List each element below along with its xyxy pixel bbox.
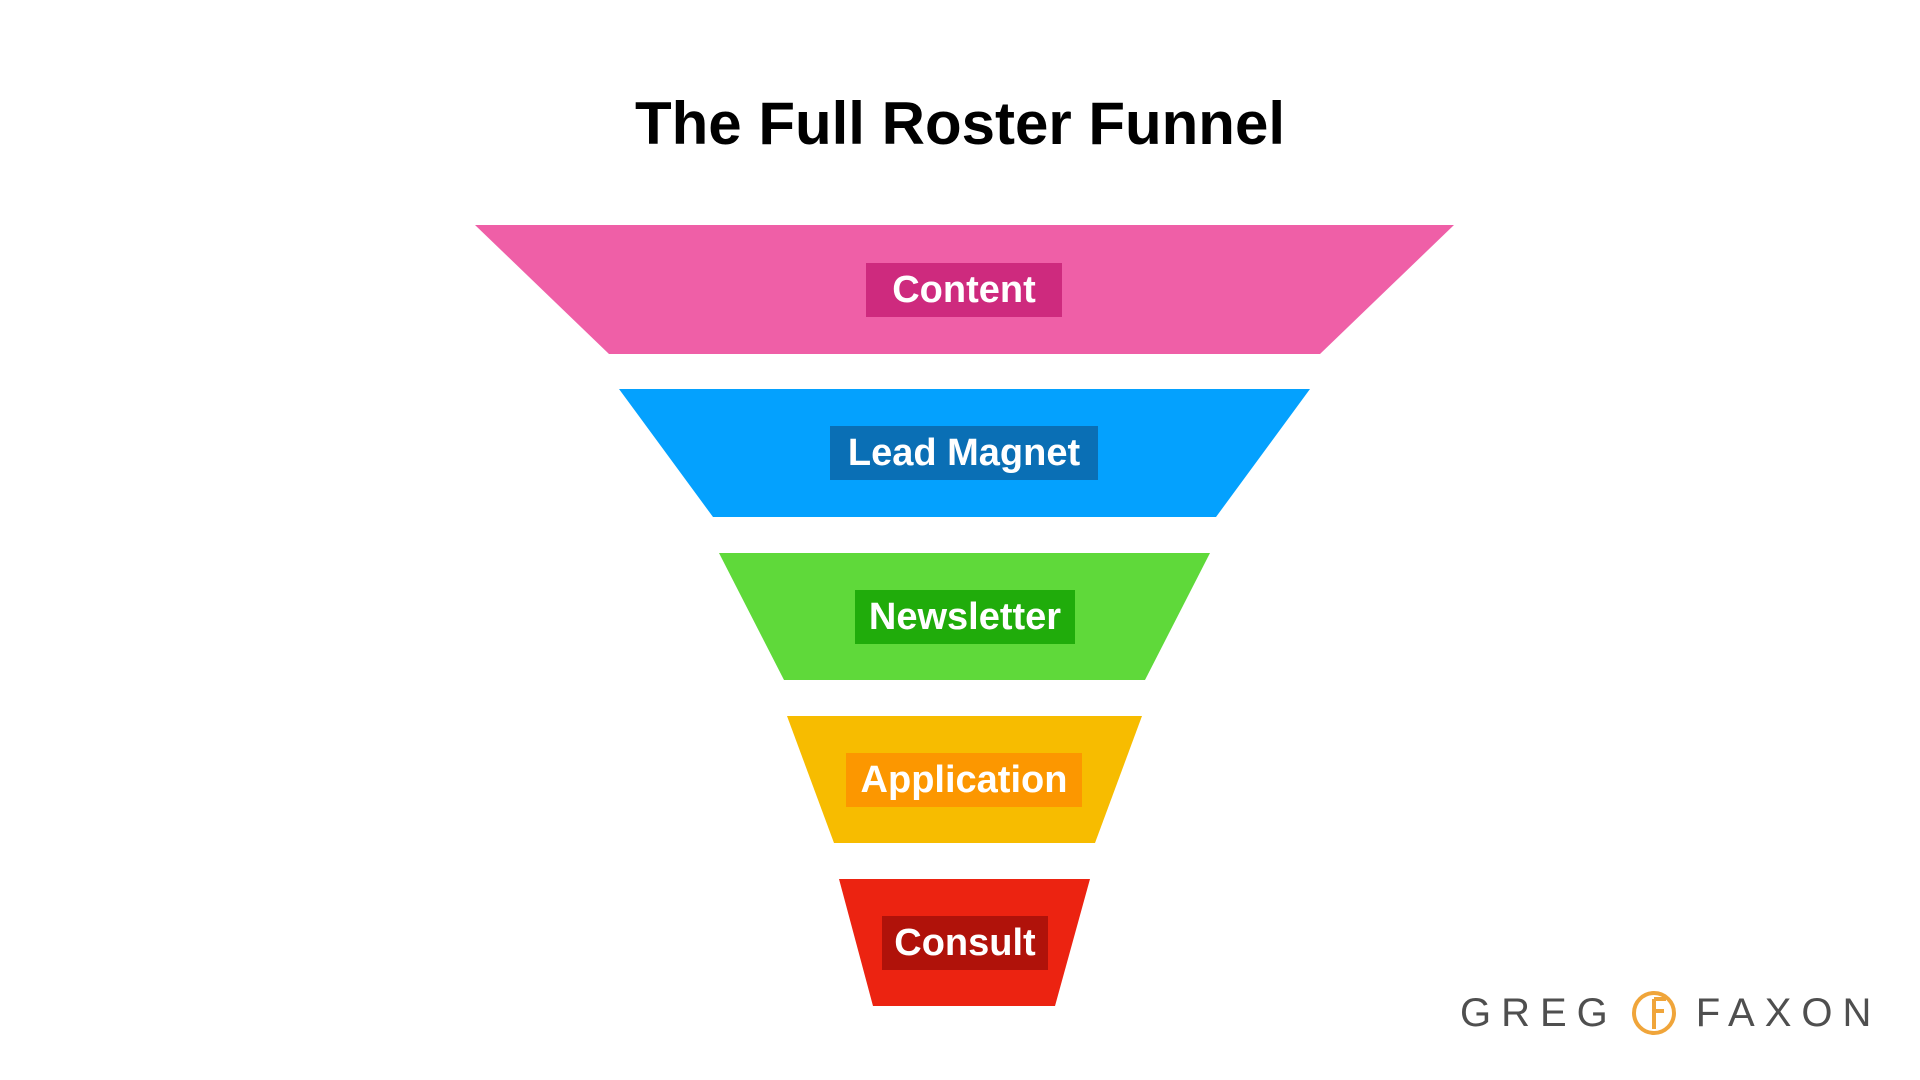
funnel-stage-label-consult: Consult: [882, 916, 1048, 970]
funnel-stage-label-lead-magnet: Lead Magnet: [830, 426, 1098, 480]
funnel-stage-label-newsletter: Newsletter: [855, 590, 1075, 644]
brand-mark: GREG FAXON: [1460, 988, 1881, 1038]
funnel-stage-label-content: Content: [866, 263, 1062, 317]
brand-first-name: GREG: [1460, 990, 1618, 1035]
slide-title: The Full Roster Funnel: [634, 90, 1285, 157]
brand-last-name: FAXON: [1695, 990, 1882, 1035]
gf-monogram-icon: [1631, 991, 1676, 1035]
funnel-stage-label-application: Application: [846, 753, 1082, 807]
